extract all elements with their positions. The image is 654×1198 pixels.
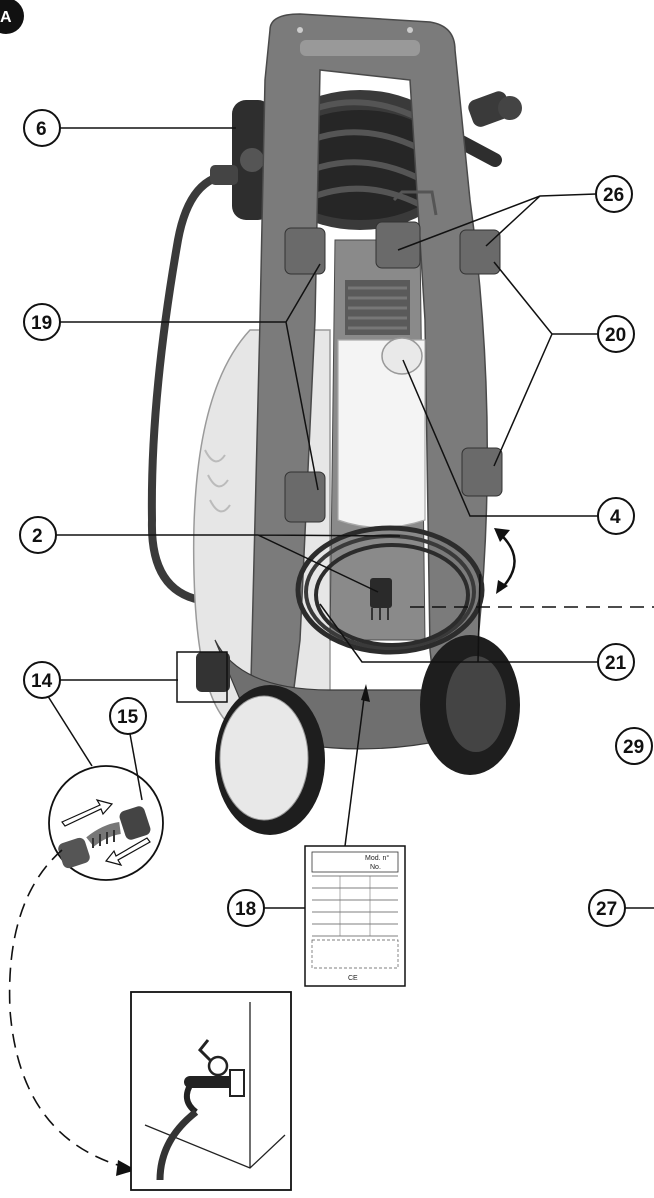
callout-14-label: 14 xyxy=(31,671,53,692)
pressure-washer-machine xyxy=(147,13,522,835)
callout-29: 29 xyxy=(615,727,653,765)
water-tap-inset xyxy=(130,991,292,1191)
arrow-out-icon xyxy=(104,837,151,866)
detergent-tank xyxy=(337,337,426,529)
callout-19-label: 19 xyxy=(31,313,52,334)
vent-grille xyxy=(345,280,410,335)
callout-20: 20 xyxy=(597,315,635,353)
figure-letter: A xyxy=(0,9,12,26)
callout-6: 6 xyxy=(23,109,61,147)
water-inlet xyxy=(196,652,230,692)
callout-27: 27 xyxy=(588,889,626,927)
callout-15-label: 15 xyxy=(117,707,139,728)
tap-hose xyxy=(156,1109,199,1181)
handle-frame xyxy=(249,13,489,742)
center-holder xyxy=(375,221,421,269)
callout-21: 21 xyxy=(597,643,635,681)
rating-plate: Mod. n° No. CE xyxy=(304,845,406,987)
callout-29-label: 29 xyxy=(623,737,644,758)
callout-26-label: 26 xyxy=(603,185,624,206)
rating-model-marker: Mod. n° xyxy=(365,854,389,862)
hose-fitting xyxy=(210,165,238,185)
callout-2-label: 2 xyxy=(32,526,43,547)
high-pressure-hose xyxy=(147,171,236,604)
left-lower-holder xyxy=(284,471,326,523)
callout-19: 19 xyxy=(23,303,61,341)
water-hose-path xyxy=(8,849,129,1169)
callout-20-label: 20 xyxy=(605,325,626,346)
figure-letter-badge: A xyxy=(0,0,24,34)
callout-4: 4 xyxy=(597,497,635,535)
callout-2: 2 xyxy=(19,516,57,554)
hose-arrow-icon xyxy=(116,1160,136,1176)
water-inlet-highlight xyxy=(176,651,228,703)
callout-6-label: 6 xyxy=(36,119,47,140)
leader-lines xyxy=(43,127,654,909)
callout-27-label: 27 xyxy=(596,899,617,920)
callout-26: 26 xyxy=(595,175,633,213)
power-plug xyxy=(370,578,392,608)
callout-21-label: 21 xyxy=(605,653,627,674)
water-tap-icon xyxy=(183,1039,245,1115)
callout-4-label: 4 xyxy=(610,507,621,528)
right-lower-holder xyxy=(461,447,503,497)
rating-number-marker: No. xyxy=(370,864,381,871)
ce-mark: CE xyxy=(348,975,358,982)
handle-grip xyxy=(300,40,420,56)
left-upper-holder xyxy=(284,227,326,275)
tank-cap xyxy=(381,337,423,375)
callout-18: 18 xyxy=(227,889,265,927)
arrow-in-icon xyxy=(61,799,114,827)
right-upper-holder xyxy=(459,229,501,275)
right-wheel xyxy=(420,635,520,775)
callout-14: 14 xyxy=(23,661,61,699)
callout-18-label: 18 xyxy=(235,899,256,920)
callout-15: 15 xyxy=(109,697,147,735)
inlet-connector-detail xyxy=(48,765,164,881)
left-wheel xyxy=(215,685,325,835)
